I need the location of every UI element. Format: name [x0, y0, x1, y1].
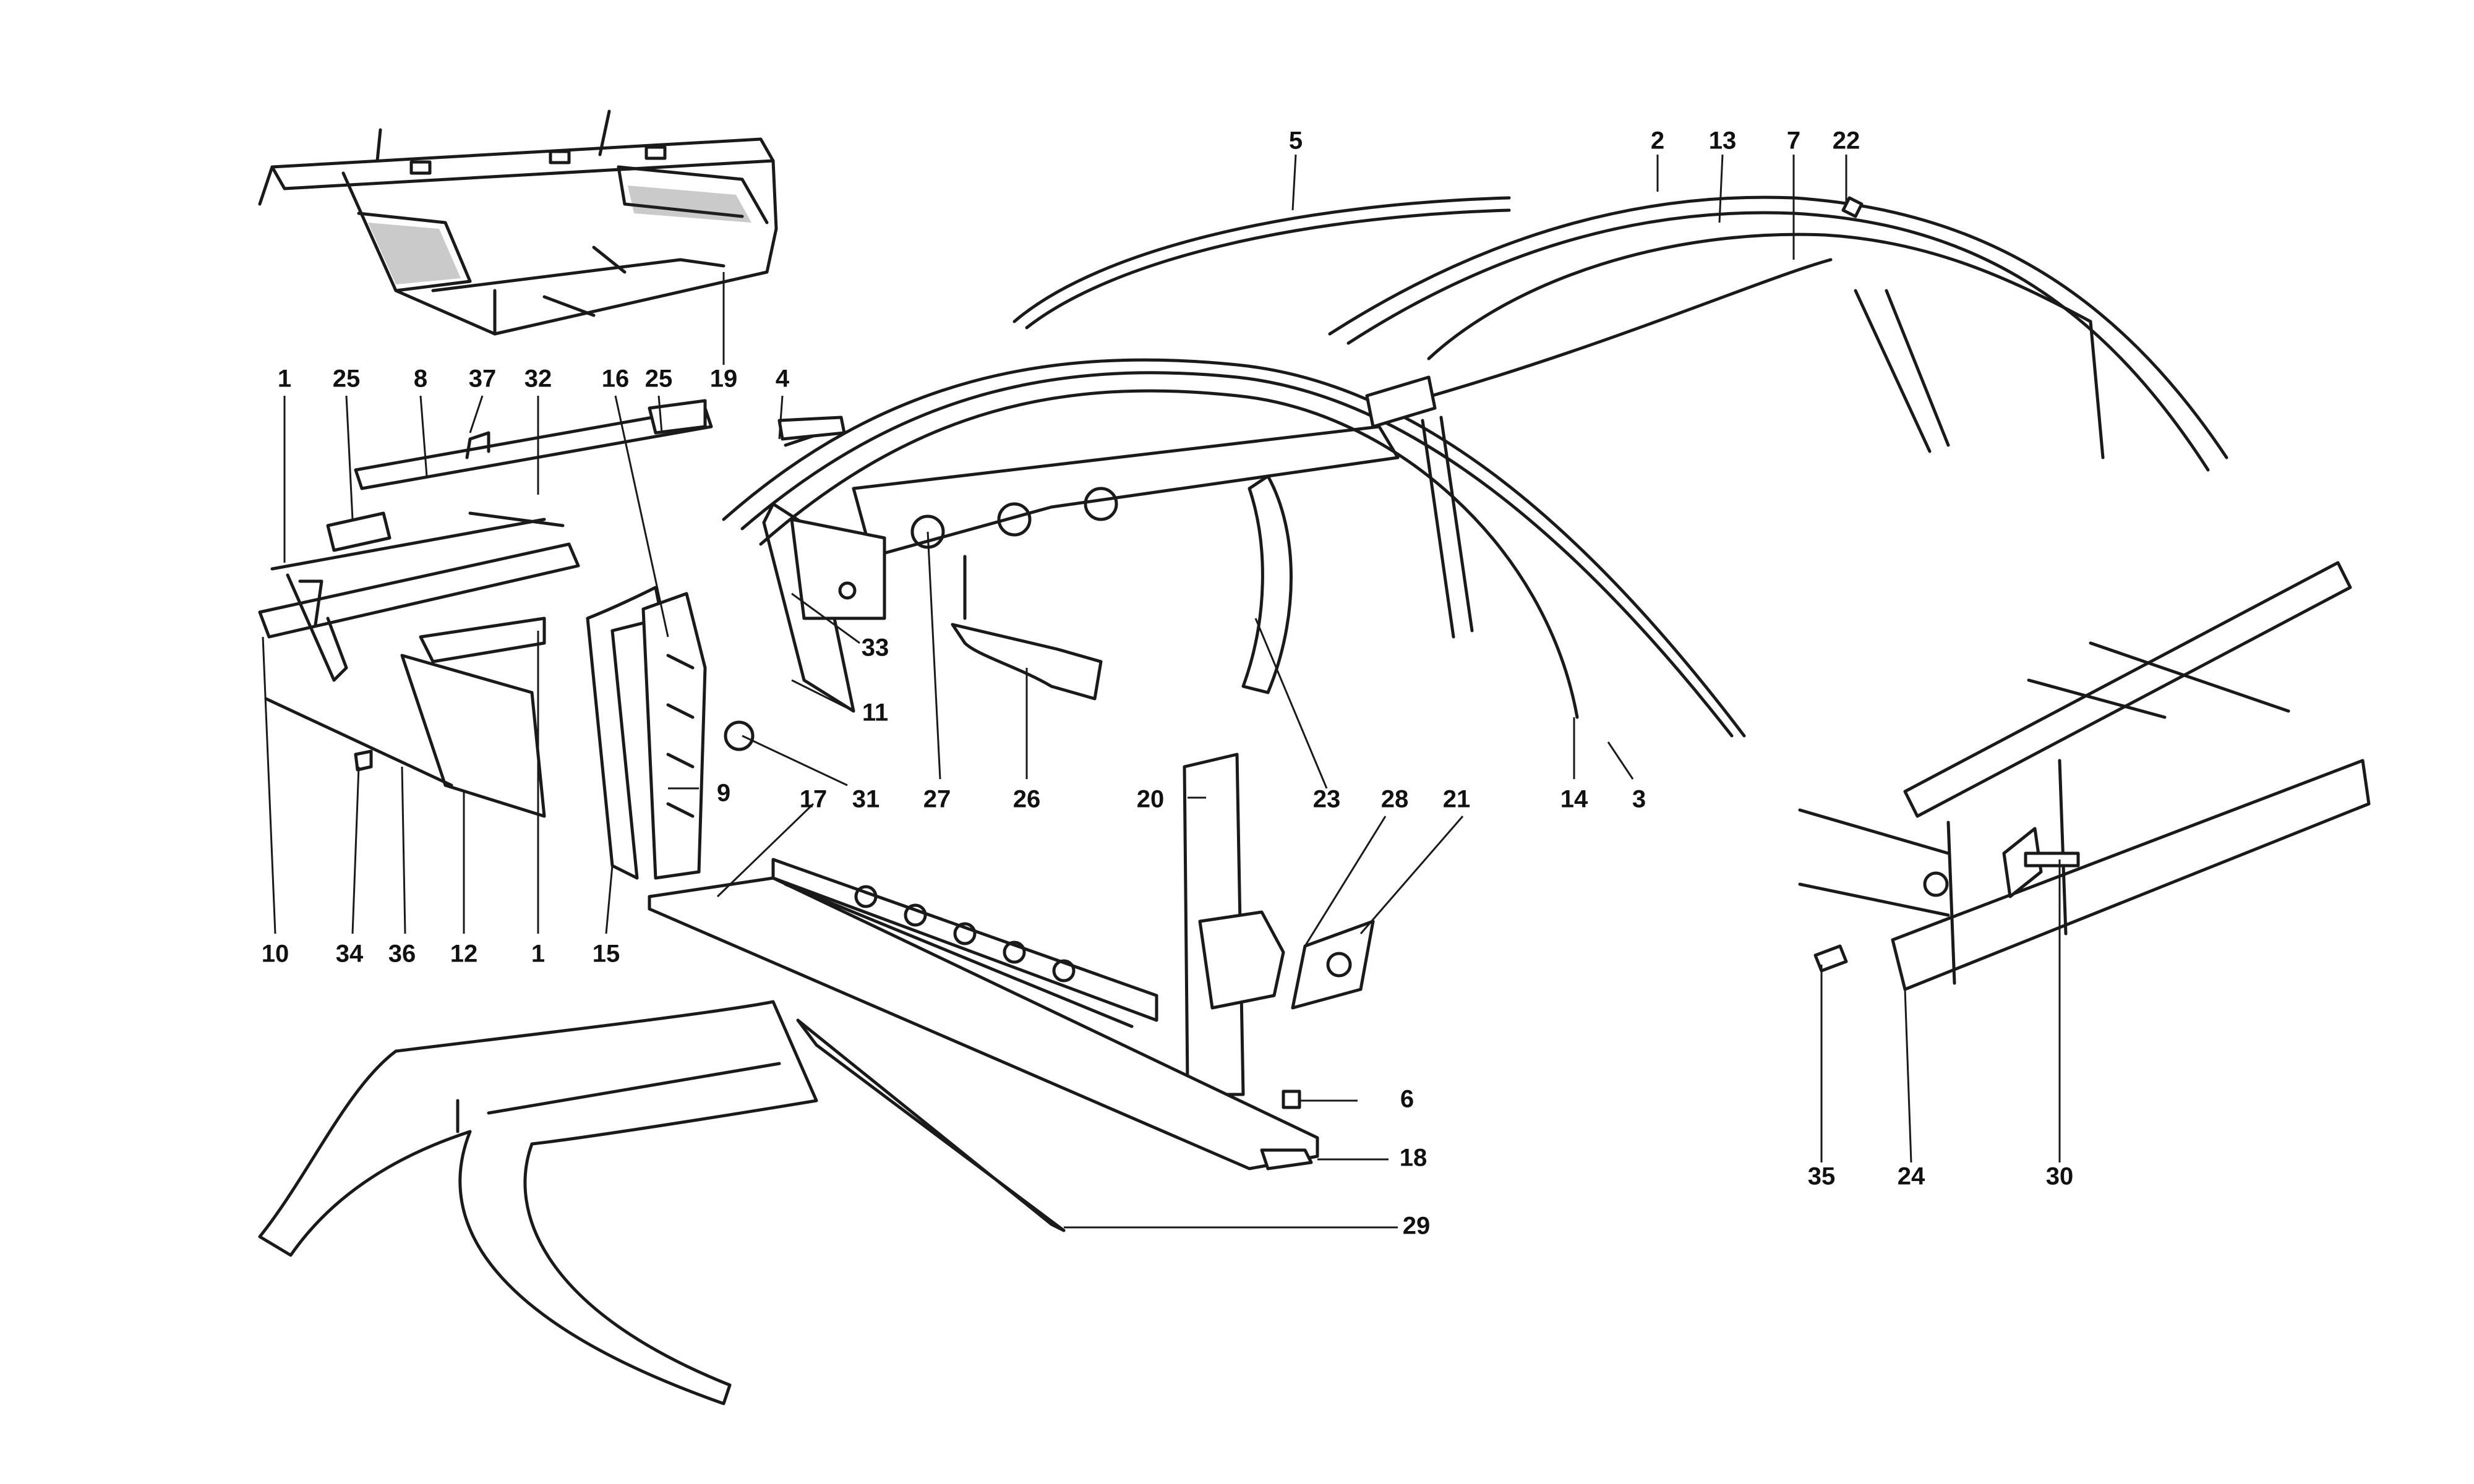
callout-12: 12 — [450, 940, 478, 968]
callout-8: 8 — [414, 365, 427, 393]
callout-10: 10 — [262, 940, 289, 968]
leader-lines — [262, 154, 2061, 1229]
rear-subframe — [1798, 561, 2371, 991]
callout-25: 25 — [645, 365, 673, 393]
sill-rocker — [648, 858, 1319, 1171]
callout-26: 26 — [1013, 786, 1041, 813]
callout-31: 31 — [852, 786, 880, 813]
callout-33: 33 — [862, 634, 889, 662]
callout-4: 4 — [776, 365, 790, 393]
callout-17: 17 — [800, 786, 828, 813]
callout-11: 11 — [862, 699, 888, 727]
front-bulkhead — [762, 416, 1400, 713]
callout-7: 7 — [1787, 127, 1800, 155]
callout-27: 27 — [923, 786, 951, 813]
callout-1: 1 — [531, 940, 545, 968]
callout-15: 15 — [593, 940, 620, 968]
callout-23: 23 — [1313, 786, 1341, 813]
callout-25: 25 — [333, 365, 361, 393]
callout-28: 28 — [1381, 786, 1409, 813]
callout-20: 20 — [1137, 786, 1165, 813]
callout-34: 34 — [336, 940, 364, 968]
callout-13: 13 — [1709, 127, 1737, 155]
callout-24: 24 — [1898, 1163, 1925, 1190]
callout-29: 29 — [1403, 1213, 1431, 1240]
callout-21: 21 — [1443, 786, 1471, 813]
front-frame-assembly — [258, 109, 778, 336]
targa-top-29 — [258, 1000, 1066, 1405]
callout-19: 19 — [710, 365, 738, 393]
callout-14: 14 — [1560, 786, 1588, 813]
callout-30: 30 — [2046, 1163, 2074, 1190]
roof-frame-assembly — [722, 195, 2228, 738]
callout-5: 5 — [1289, 127, 1303, 155]
callout-1: 1 — [278, 365, 291, 393]
callout-3: 3 — [1632, 786, 1646, 813]
callout-37: 37 — [469, 365, 497, 393]
callout-labels: 1 25 8 37 32 16 25 19 4 5 2 13 7 22 33 1… — [262, 127, 2074, 1240]
callout-9: 9 — [717, 780, 730, 807]
callout-16: 16 — [602, 365, 630, 393]
callout-35: 35 — [1808, 1163, 1836, 1190]
callout-36: 36 — [388, 940, 416, 968]
callout-18: 18 — [1400, 1145, 1427, 1172]
bracket-26 — [951, 623, 1103, 701]
callout-6: 6 — [1400, 1086, 1414, 1113]
pillar-reinforcement — [586, 586, 755, 880]
callout-2: 2 — [1651, 127, 1664, 155]
callout-32: 32 — [524, 365, 552, 393]
callout-22: 22 — [1833, 127, 1860, 155]
b-pillar-20 — [1183, 753, 1375, 1109]
